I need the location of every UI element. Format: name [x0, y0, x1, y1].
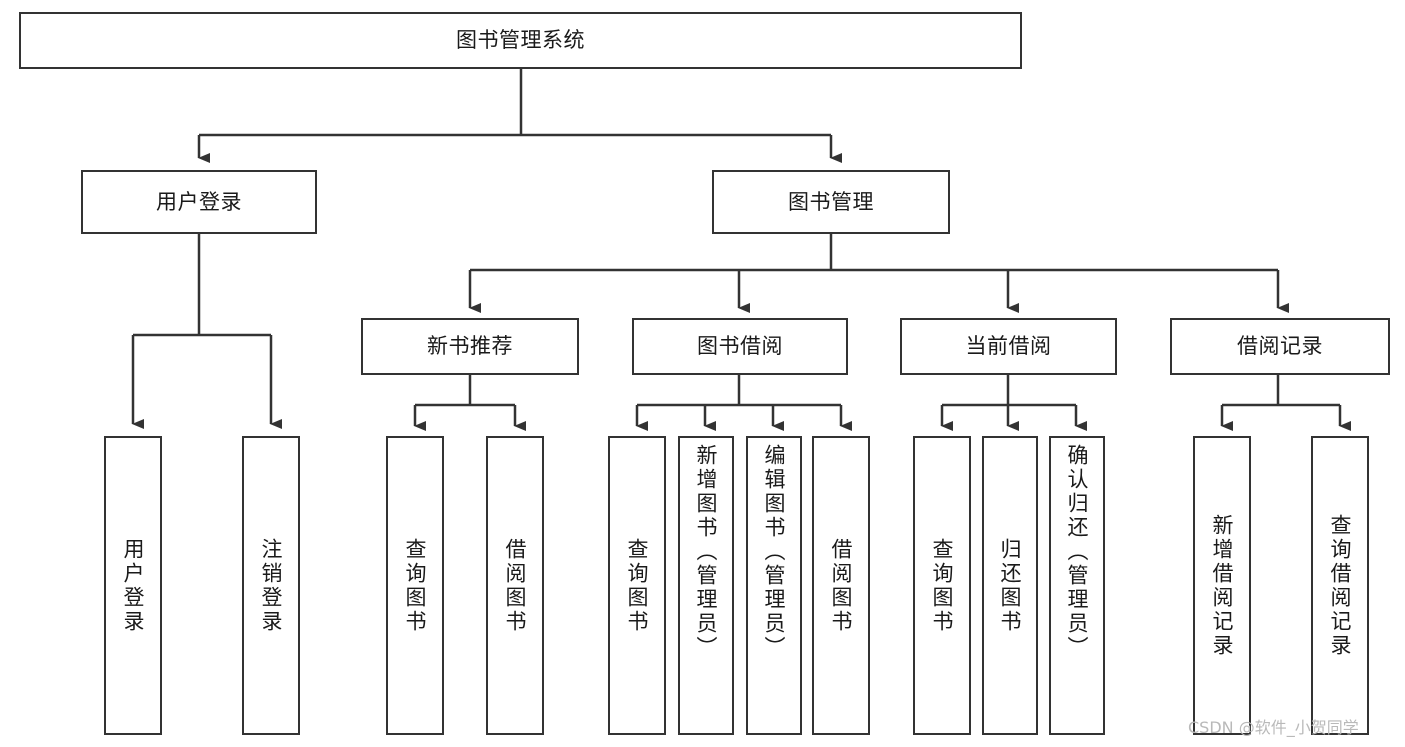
node-book-borrow[interactable]: 图书借阅	[632, 318, 848, 375]
node-current-borrow[interactable]: 当前借阅	[900, 318, 1117, 375]
leaf-book-borrow-borrow[interactable]: 借阅图书	[812, 436, 870, 735]
leaf-current-borrow-confirm-return-label: 确认归还（管理员）	[1065, 444, 1090, 660]
leaf-book-borrow-borrow-label: 借阅图书	[829, 537, 854, 634]
node-user-login[interactable]: 用户登录	[81, 170, 317, 234]
csdn-watermark: CSDN @软件_小贺同学	[1188, 718, 1359, 737]
leaf-user-login-login-label: 用户登录	[121, 537, 146, 634]
leaf-user-login-login[interactable]: 用户登录	[104, 436, 162, 735]
leaf-user-login-logout-label: 注销登录	[259, 537, 284, 634]
leaf-current-borrow-return[interactable]: 归还图书	[982, 436, 1038, 735]
node-borrow-record-label: 借阅记录	[1237, 334, 1323, 359]
node-book-borrow-label: 图书借阅	[697, 334, 783, 359]
leaf-book-borrow-edit[interactable]: 编辑图书（管理员）	[746, 436, 802, 735]
leaf-borrow-record-add-label: 新增借阅记录	[1210, 513, 1235, 658]
leaf-book-borrow-query-label: 查询图书	[625, 537, 650, 634]
node-root-label: 图书管理系统	[456, 28, 585, 53]
node-new-book-recommend[interactable]: 新书推荐	[361, 318, 579, 375]
node-root[interactable]: 图书管理系统	[19, 12, 1022, 69]
leaf-book-borrow-add[interactable]: 新增图书（管理员）	[678, 436, 734, 735]
leaf-book-borrow-add-label: 新增图书（管理员）	[694, 444, 719, 660]
leaf-current-borrow-confirm-return[interactable]: 确认归还（管理员）	[1049, 436, 1105, 735]
leaf-user-login-logout[interactable]: 注销登录	[242, 436, 300, 735]
leaf-current-borrow-query[interactable]: 查询图书	[913, 436, 971, 735]
leaf-new-book-borrow-label: 借阅图书	[503, 537, 528, 634]
node-user-login-label: 用户登录	[156, 189, 242, 214]
node-current-borrow-label: 当前借阅	[965, 334, 1052, 359]
node-borrow-record[interactable]: 借阅记录	[1170, 318, 1390, 375]
node-book-management[interactable]: 图书管理	[712, 170, 950, 234]
leaf-book-borrow-edit-label: 编辑图书（管理员）	[762, 444, 787, 660]
leaf-borrow-record-query[interactable]: 查询借阅记录	[1311, 436, 1369, 735]
leaf-borrow-record-add[interactable]: 新增借阅记录	[1193, 436, 1251, 735]
leaf-current-borrow-return-label: 归还图书	[998, 537, 1023, 634]
node-new-book-recommend-label: 新书推荐	[427, 334, 513, 359]
leaf-book-borrow-query[interactable]: 查询图书	[608, 436, 666, 735]
leaf-new-book-borrow[interactable]: 借阅图书	[486, 436, 544, 735]
leaf-borrow-record-query-label: 查询借阅记录	[1328, 513, 1353, 658]
node-book-management-label: 图书管理	[788, 189, 874, 214]
leaf-new-book-query[interactable]: 查询图书	[386, 436, 444, 735]
leaf-new-book-query-label: 查询图书	[403, 537, 428, 634]
leaf-current-borrow-query-label: 查询图书	[930, 537, 955, 634]
